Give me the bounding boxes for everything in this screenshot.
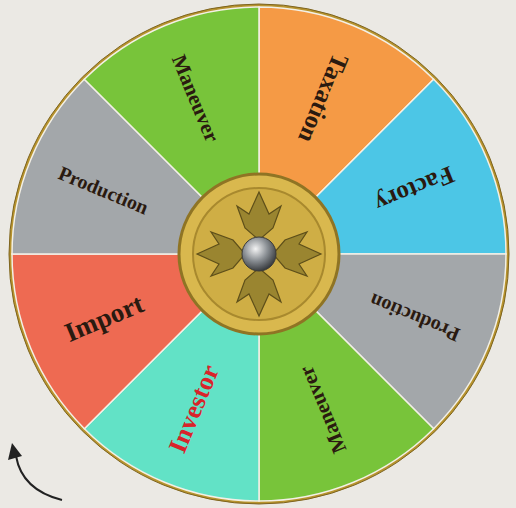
turn-arrowhead	[8, 443, 22, 460]
turn-arrow	[16, 456, 62, 500]
